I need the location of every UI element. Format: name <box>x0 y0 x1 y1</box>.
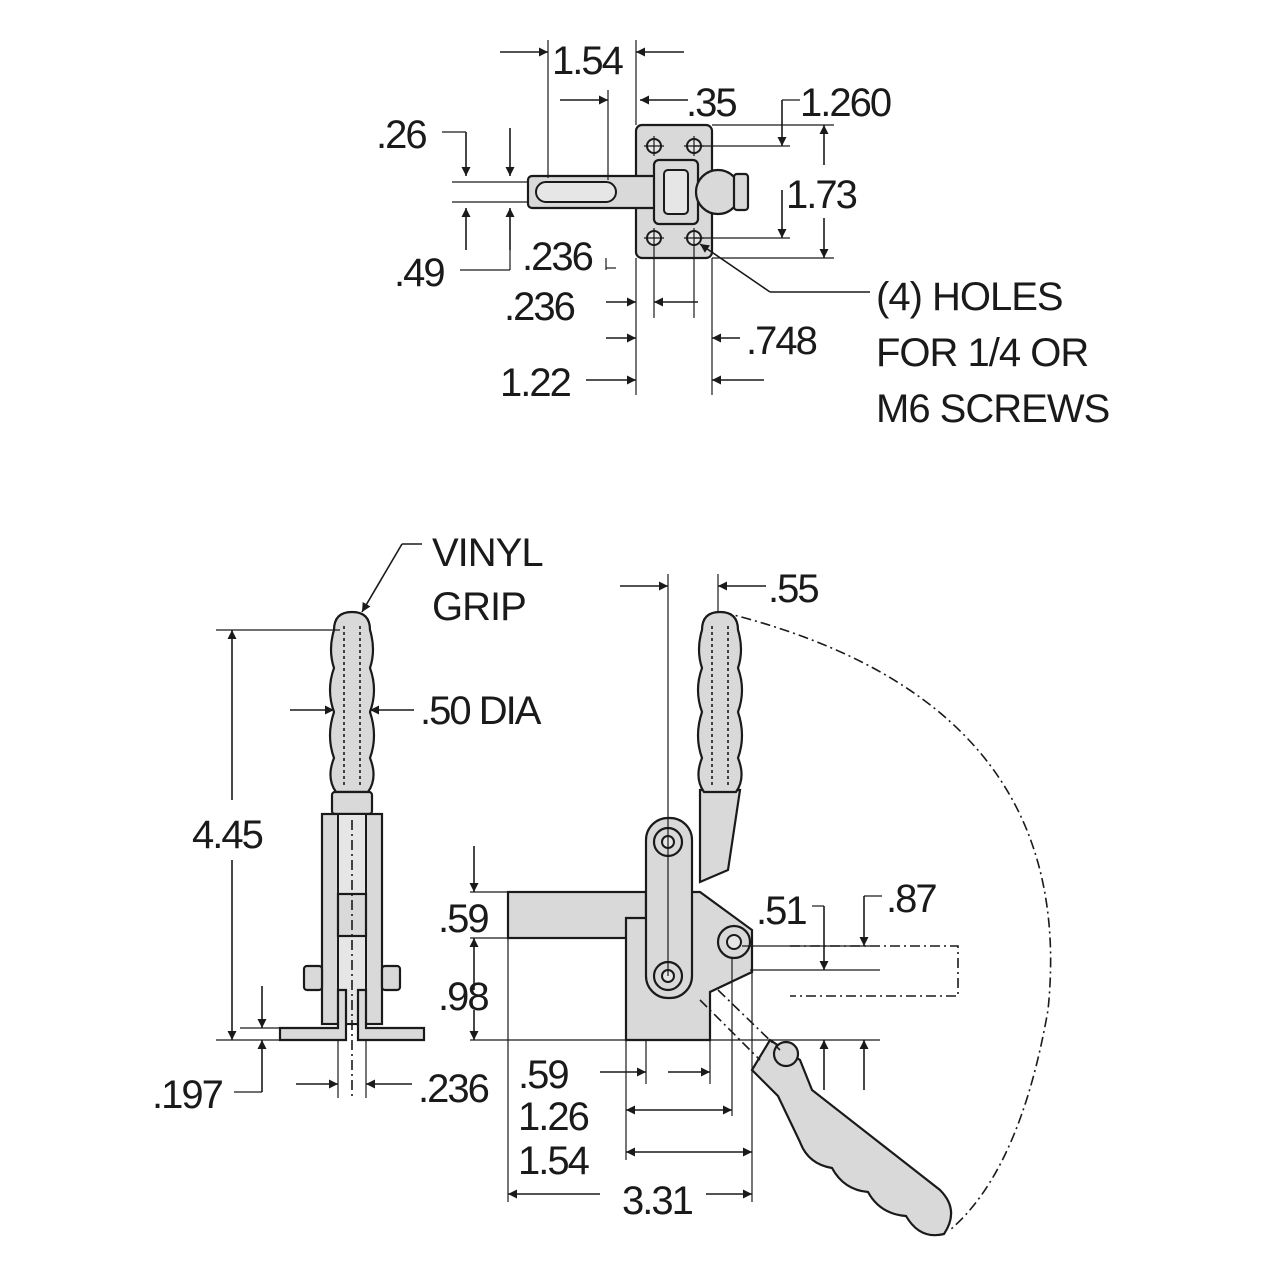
dim-748: .748 <box>746 319 817 363</box>
holes-note-line-1: (4) HOLES <box>876 275 1063 319</box>
top-view: 1.54 .35 1.260 .26 1.73 .236 .49 .236 .7… <box>376 39 1110 431</box>
dim-35: .35 <box>686 81 736 125</box>
dim-59-side-vertical: .59 <box>438 897 488 941</box>
side-view: .55 .87 .51 .59 .98 .59 1.26 1.54 3.31 <box>438 567 1052 1237</box>
dim-236-b: .236 <box>504 285 575 329</box>
dim-197: .197 <box>152 1073 223 1117</box>
dim-1-73: 1.73 <box>786 173 857 217</box>
dim-1-54-top: 1.54 <box>552 39 624 83</box>
dim-51: .51 <box>756 889 806 933</box>
top-spindle-slot <box>535 181 617 203</box>
mounting-holes <box>644 136 704 248</box>
dim-59-side-horizontal: .59 <box>518 1053 568 1097</box>
dim-1-26: 1.26 <box>518 1095 589 1139</box>
side-spindle-bar <box>506 890 650 940</box>
dim-26: .26 <box>376 113 426 157</box>
holes-note-line-2: FOR 1/4 OR <box>876 331 1088 375</box>
top-dimension-lines <box>442 40 870 395</box>
holes-note-line-3: M6 SCREWS <box>876 387 1109 431</box>
dim-98: .98 <box>438 975 488 1019</box>
dim-3-31: 3.31 <box>622 1179 693 1223</box>
dim-87: .87 <box>886 877 936 921</box>
dim-1-260: 1.260 <box>800 81 891 125</box>
front-view: VINYL GRIP 4.45 .50 DIA .197 .236 <box>152 531 544 1117</box>
vinyl-grip-label-line-2: GRIP <box>432 585 526 629</box>
handle-swing-arc <box>721 611 1052 1231</box>
dim-236-front: .236 <box>418 1067 489 1111</box>
side-handle-link <box>644 816 694 1000</box>
front-dimension-lines <box>216 543 422 1098</box>
dim-1-54-side: 1.54 <box>518 1139 590 1183</box>
dim-50-dia: .50 DIA <box>420 689 542 733</box>
vinyl-grip-label-line-1: VINYL <box>432 531 543 575</box>
side-vinyl-grip <box>696 610 744 794</box>
front-vinyl-grip <box>328 610 376 794</box>
side-open-handle <box>750 1038 953 1237</box>
dim-236-a: .236 <box>522 235 593 279</box>
side-dimension-lines <box>469 574 882 1202</box>
dim-55: .55 <box>768 567 818 611</box>
dim-1-22: 1.22 <box>500 361 571 405</box>
dim-4-45: 4.45 <box>192 813 263 857</box>
dim-49: .49 <box>394 251 444 295</box>
